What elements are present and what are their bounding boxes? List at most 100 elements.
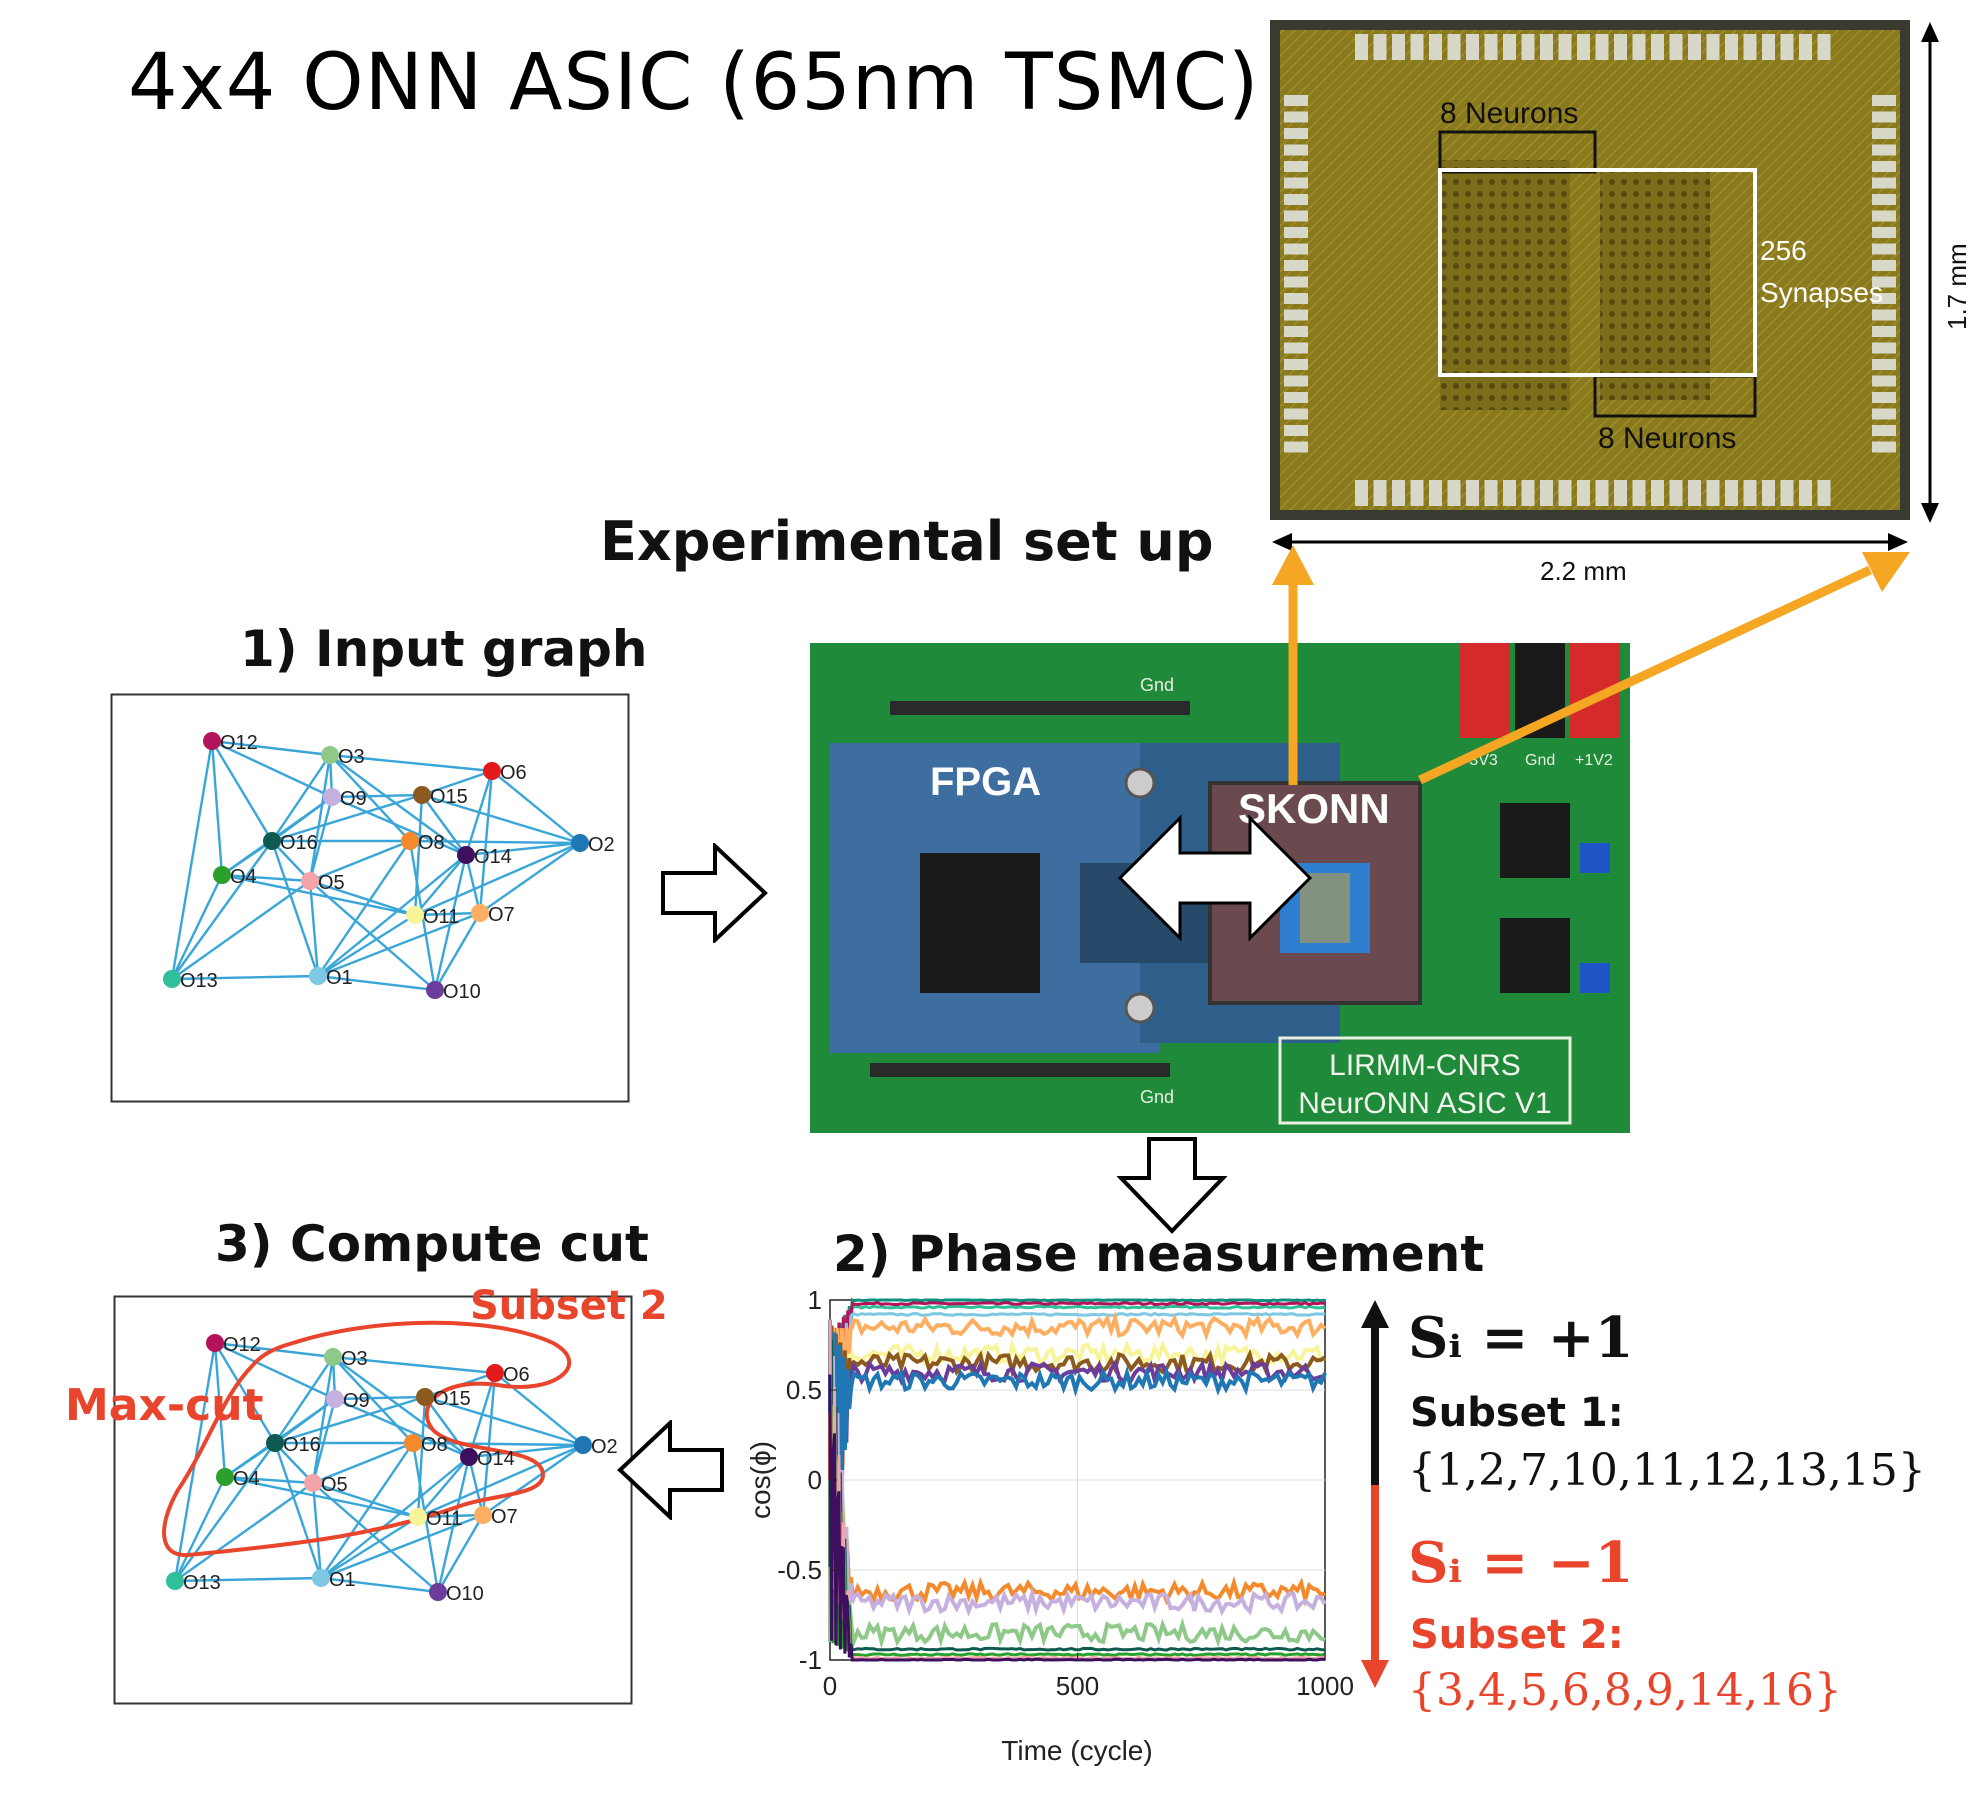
graph-edge xyxy=(464,854,482,914)
graph-node-label: O16 xyxy=(283,1434,321,1456)
screw-bottom xyxy=(1124,992,1156,1024)
graph-node-label: O6 xyxy=(500,762,527,784)
graph-edge xyxy=(329,754,411,842)
graph-edge xyxy=(317,974,436,992)
graph-node-o11 xyxy=(406,906,424,924)
max-cut-label: Max-cut xyxy=(65,1380,264,1431)
graph-edge xyxy=(320,1515,419,1580)
double-arrow-icon xyxy=(1117,814,1313,942)
graph-node-label: O3 xyxy=(338,746,365,768)
graph-edge xyxy=(312,1482,439,1593)
graph-edge xyxy=(174,1576,322,1583)
red-connector-1 xyxy=(1460,643,1510,738)
graph-edge xyxy=(412,1441,584,1447)
pot-2 xyxy=(1580,963,1610,993)
graph-node-label: O2 xyxy=(588,834,615,856)
graph-node-label: O13 xyxy=(183,1572,221,1594)
graph-edge xyxy=(312,1481,419,1519)
graph-edge xyxy=(171,880,311,980)
chip-pads-left xyxy=(1284,95,1308,453)
graph-edge xyxy=(320,1513,484,1580)
chip-pads-top xyxy=(1355,34,1831,60)
series-line xyxy=(828,1374,1326,1662)
graph-edge xyxy=(320,1576,439,1594)
graph-edge xyxy=(224,1475,419,1519)
graph-node-label: O10 xyxy=(446,1583,484,1605)
graph-node-label: O2 xyxy=(591,1436,618,1458)
graph-node-label: O1 xyxy=(329,1569,356,1591)
graph-node-label: O1 xyxy=(326,967,353,989)
graph-edge xyxy=(214,1341,336,1401)
graph-edge xyxy=(424,1395,584,1447)
chip-die-figure: 8 Neurons 8 Neurons 256 Synapses 1.7 mm … xyxy=(1270,20,1972,580)
height-label: 1.7 mm xyxy=(1942,243,1972,330)
graph-edge xyxy=(467,1456,485,1516)
graph-edge xyxy=(271,754,331,842)
graph-edge xyxy=(308,880,320,977)
series-line xyxy=(828,1357,1327,1604)
subset2-graph-label: Subset 2 xyxy=(470,1283,668,1329)
graph-edges xyxy=(170,739,581,992)
graph-node-o8 xyxy=(401,832,419,850)
graph-edge xyxy=(317,911,481,978)
graph-node-o4 xyxy=(213,866,231,884)
graph-edge xyxy=(414,854,467,916)
graph-edge xyxy=(309,879,416,917)
graph-edge xyxy=(311,1482,323,1579)
width-arrow-left-icon xyxy=(1272,533,1292,551)
graph-edge xyxy=(309,880,436,991)
graph-edge xyxy=(465,841,581,857)
graph-edge xyxy=(271,840,311,882)
graph-node-o13 xyxy=(163,970,181,988)
graph-node-label: O3 xyxy=(341,1348,368,1370)
series-line xyxy=(828,1301,1326,1592)
graph-node-label: O9 xyxy=(340,788,367,810)
graph-node-o12 xyxy=(206,1334,224,1352)
graph-node-o5 xyxy=(304,1474,322,1492)
neuron-array-right xyxy=(1600,170,1710,400)
ic-1 xyxy=(1500,803,1570,878)
graph-node-o7 xyxy=(474,1506,492,1524)
graph-edge xyxy=(309,839,411,883)
screw-top xyxy=(1124,767,1156,799)
series-line xyxy=(828,1310,1327,1603)
graph-node-o8 xyxy=(404,1434,422,1452)
skonn-die-center xyxy=(1300,873,1350,943)
orange-arrow-diagonal xyxy=(1418,565,1872,785)
graph-edge xyxy=(331,795,467,857)
synapses-count-label: 256 xyxy=(1760,235,1807,266)
chip-pads-bottom xyxy=(1355,480,1831,506)
graph-edge xyxy=(221,873,311,883)
graph-edge xyxy=(174,1482,314,1582)
graph-node-label: O8 xyxy=(418,832,445,854)
width-label: 2.2 mm xyxy=(1540,556,1627,580)
height-arrow-top-icon xyxy=(1921,22,1939,42)
graph-edge xyxy=(210,740,224,876)
orange-arrows xyxy=(1272,545,1910,785)
graph-node-label: O13 xyxy=(180,970,218,992)
series-line xyxy=(828,1338,1326,1636)
graph-node-label: O16 xyxy=(280,832,318,854)
hollow-arrow-right-icon xyxy=(661,843,768,943)
x-axis-label: Time (cycle) xyxy=(1001,1735,1152,1766)
graph-edge xyxy=(414,841,581,917)
series-line xyxy=(828,1413,1326,1649)
graph-node-o9 xyxy=(323,788,341,806)
graph-node-o3 xyxy=(324,1348,342,1366)
graph-edge xyxy=(308,796,334,882)
graph-node-o2 xyxy=(571,834,589,852)
graph-edge xyxy=(317,840,411,977)
graph-edge xyxy=(482,1444,584,1516)
plate-line1: LIRMM-CNRS xyxy=(1329,1049,1521,1082)
synapses-word-label: Synapses xyxy=(1760,277,1883,308)
graph-edge xyxy=(312,1441,414,1485)
graph-node-label: O15 xyxy=(430,786,468,808)
series-line xyxy=(828,1356,1327,1617)
graph-node-label: O7 xyxy=(491,1506,518,1528)
graph-edge xyxy=(210,740,274,842)
series-line xyxy=(828,1404,1326,1657)
